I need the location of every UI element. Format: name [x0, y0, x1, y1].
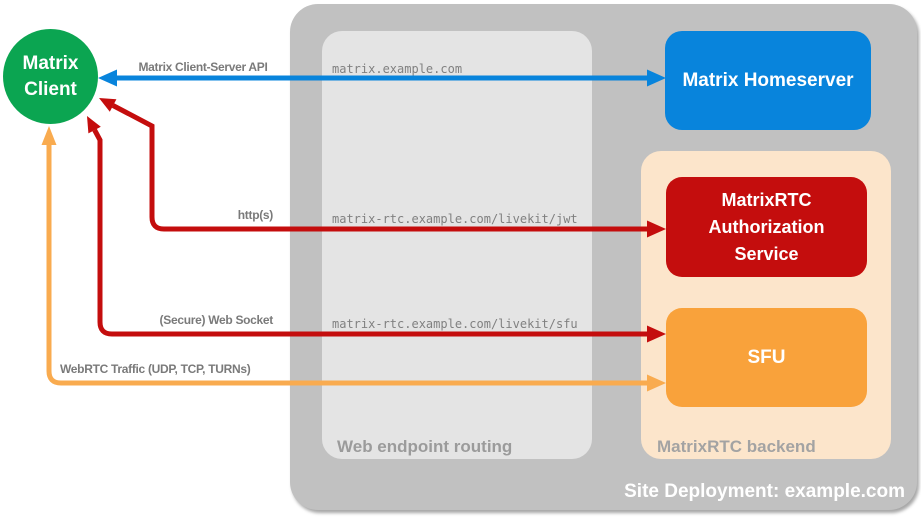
matrix-client-label: Matrix Client [22, 52, 79, 100]
arrowhead-client-icon [87, 116, 101, 134]
matrix-client-node: Matrix Client [3, 29, 98, 124]
https-label: http(s) [237, 208, 274, 222]
client-server-api-label: Matrix Client-Server API [138, 60, 268, 74]
web-endpoint-routing-container [322, 31, 592, 459]
matrixrtc-auth-service-node: MatrixRTC Authorization Service [666, 177, 867, 277]
sfu-node: SFU [666, 308, 867, 407]
endpoint-livekit-sfu: matrix-rtc.example.com/livekit/sfu [332, 317, 578, 331]
endpoint-homeserver: matrix.example.com [332, 62, 463, 76]
matrix-homeserver-label: Matrix Homeserver [682, 69, 854, 91]
webrtc-traffic-label: WebRTC Traffic (UDP, TCP, TURNs) [60, 362, 251, 376]
matrixrtc-auth-service-label: MatrixRTC Authorization Service [708, 189, 825, 264]
arrowhead-client-icon [99, 98, 117, 112]
sfu-label: SFU [747, 346, 786, 368]
site-deployment-label: Site Deployment: example.com [624, 481, 905, 502]
endpoint-livekit-jwt: matrix-rtc.example.com/livekit/jwt [332, 212, 578, 226]
web-endpoint-routing-label: Web endpoint routing [337, 437, 513, 456]
matrixrtc-backend-label: MatrixRTC backend [657, 437, 816, 456]
websocket-label: (Secure) Web Socket [159, 313, 274, 327]
arrowhead-left-icon [98, 69, 117, 87]
arrowhead-client-icon [41, 126, 57, 145]
matrix-homeserver-node: Matrix Homeserver [665, 31, 871, 130]
